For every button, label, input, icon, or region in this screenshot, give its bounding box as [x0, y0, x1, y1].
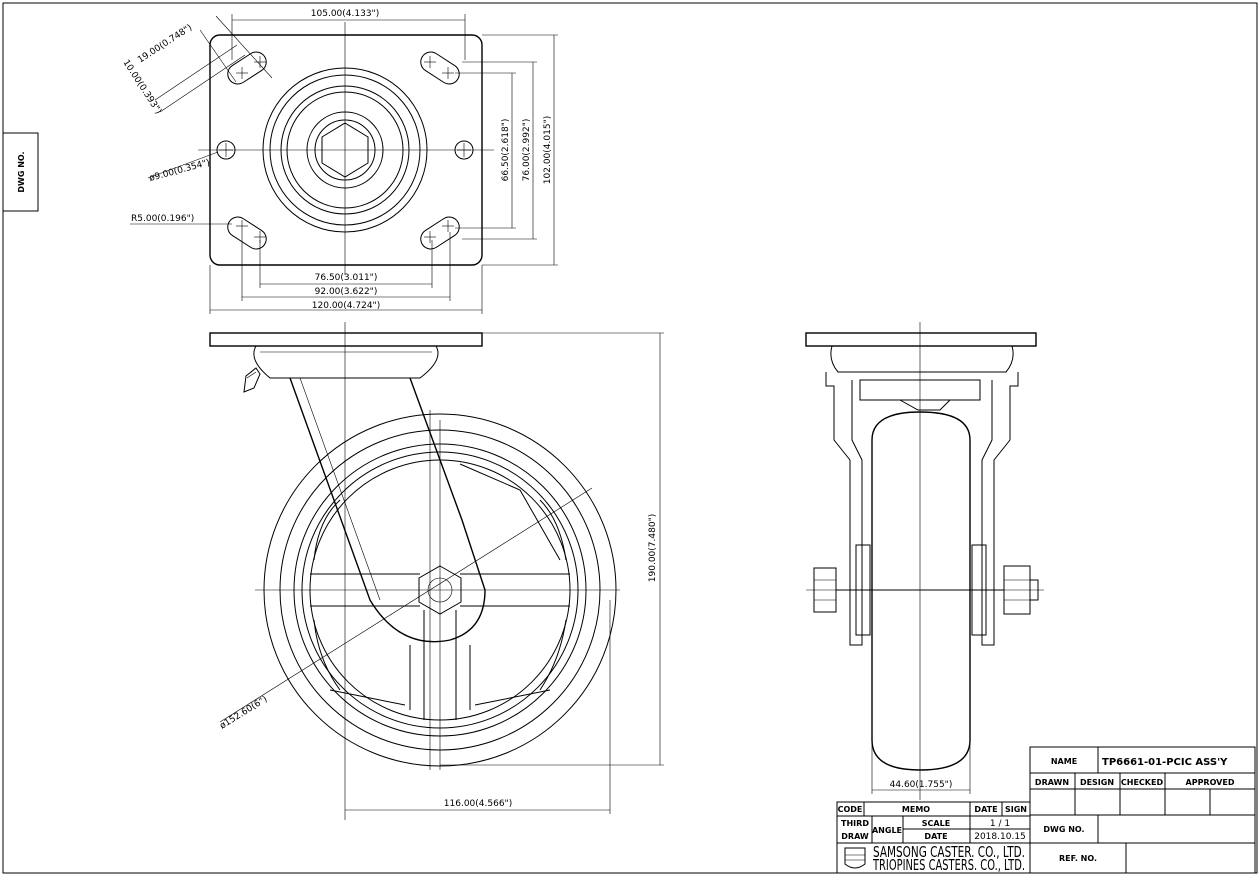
fork-leg [289, 377, 486, 643]
tb-checked: CHECKED [1121, 778, 1164, 787]
dim-slot-height: 10.00(0.393") [120, 58, 163, 116]
tb-third: THIRD [841, 819, 869, 828]
dim-hole-spacing-h2: 92.00(3.622") [315, 287, 378, 297]
grease-fitting [243, 367, 261, 393]
tb-angle: ANGLE [872, 826, 902, 835]
side-hole-right [454, 140, 474, 160]
tb-ref-no: REF. NO. [1059, 854, 1097, 863]
dim-hole-spacing-v2: 76.00(2.992") [522, 119, 532, 182]
side-tab-label: DWG NO. [17, 151, 26, 192]
tb-design: DESIGN [1080, 778, 1114, 787]
tb-date-label2: DATE [924, 832, 947, 841]
dim-hole-spacing-v1: 66.50(2.618") [501, 119, 511, 182]
side-plate [805, 332, 1037, 347]
tb-sign: SIGN [1005, 805, 1027, 814]
fork-right [981, 372, 1019, 646]
dim-hole-dia: ø9.00(0.354") [148, 158, 211, 184]
tb-scale-label: SCALE [922, 819, 950, 828]
tb-dwg-no: DWG NO. [1043, 825, 1084, 834]
company-logo-icon [844, 847, 866, 869]
slot-top-right [420, 51, 460, 85]
tb-company1: SAMSONG CASTER. CO., LTD. [873, 843, 1025, 861]
dim-top-width: 105.00(4.133") [311, 9, 379, 19]
wheel-spokes [310, 463, 570, 720]
tb-draw: DRAW [841, 832, 869, 841]
dim-plate-width: 120.00(4.724") [312, 301, 380, 311]
top-view: 105.00(4.133") 19.00(0.748") 10.00(0.393… [120, 9, 558, 314]
side-tab: DWG NO. [2, 132, 39, 212]
tb-date-value: 2018.10.15 [974, 832, 1026, 842]
dim-overall-height: 190.00(7.480") [648, 514, 658, 582]
side-raceway [830, 345, 1014, 373]
side-view: 44.60(1.755") [805, 322, 1044, 800]
tb-memo: MEMO [902, 805, 930, 814]
dim-wheel-width: 44.60(1.755") [890, 780, 953, 790]
tb-date-label: DATE [974, 805, 997, 814]
tb-code: CODE [838, 805, 863, 814]
tb-drawn: DRAWN [1035, 778, 1069, 787]
kingpin-nut [321, 122, 369, 178]
side-wheel [871, 411, 971, 771]
side-hole-left [216, 140, 236, 160]
front-view: ø152.60(6") 190.00(7.480") 116.00(4.566"… [209, 322, 664, 820]
tb-scale-value: 1 / 1 [990, 819, 1010, 829]
fork-left [825, 372, 863, 646]
dim-plate-height: 102.00(4.015") [543, 116, 553, 184]
slot-top-left [227, 51, 267, 85]
dim-swivel-offset: 116.00(4.566") [444, 799, 512, 809]
dim-hole-spacing-h1: 76.50(3.011") [315, 273, 378, 283]
slot-bottom-right [420, 216, 460, 250]
dim-slot-width: 19.00(0.748") [136, 23, 194, 66]
title-block: NAME TP6661-01-PCIC ASS'Y DRAWN DESIGN C… [836, 746, 1256, 874]
dim-corner-radius: R5.00(0.196") [131, 214, 194, 224]
tb-company2: TRIOPINES CASTERS. CO., LTD. [872, 856, 1025, 874]
raceway-outer [262, 67, 428, 233]
front-plate [209, 332, 483, 347]
tb-name-value: TP6661-01-PCIC ASS'Y [1102, 757, 1228, 768]
raceway-housing [253, 345, 439, 379]
slot-bottom-left [227, 216, 267, 250]
dim-wheel-dia: ø152.60(6") [218, 695, 269, 732]
tb-name-label: NAME [1051, 757, 1077, 766]
tb-approved: APPROVED [1186, 778, 1235, 787]
